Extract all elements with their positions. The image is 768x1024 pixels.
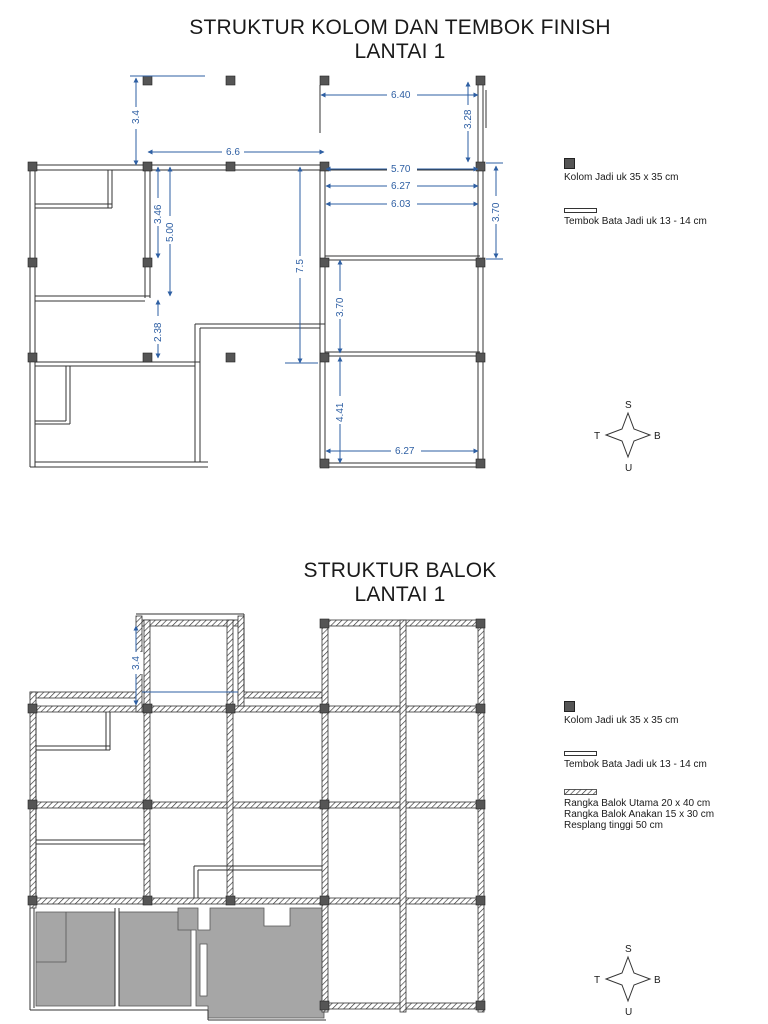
dim-3-28: 3.28: [463, 109, 474, 129]
column: [319, 352, 330, 363]
dim-6-40: 6.40: [391, 90, 411, 101]
top-dimension-labels: 3.4 6.40 3.28 6.6 5.70 6.27 6.03 3.70 3.…: [129, 89, 503, 457]
column: [225, 161, 236, 172]
bottom-shaded-area: [35, 907, 325, 1019]
legend-top-tembok: Tembok Bata Jadi uk 13 - 14 cm: [564, 208, 707, 227]
bottom-shaded-details: [199, 943, 208, 997]
top-walls: [29, 75, 487, 468]
bottom-title-line1: STRUKTUR BALOK: [303, 559, 497, 582]
column: [319, 703, 330, 714]
dim-6-6: 6.6: [226, 147, 240, 158]
legend-top-kolom: Kolom Jadi uk 35 x 35 cm: [564, 158, 679, 183]
compass-south-label: U: [625, 1007, 632, 1018]
column: [142, 257, 153, 268]
dim-4-41: 4.41: [335, 402, 346, 422]
column: [319, 618, 330, 629]
column: [475, 618, 486, 629]
column: [142, 703, 153, 714]
compass-north-label: S: [625, 400, 632, 411]
dim-3-70-right: 3.70: [491, 202, 502, 222]
column: [142, 799, 153, 810]
column: [475, 352, 486, 363]
legend-kolom-label: Kolom Jadi uk 35 x 35 cm: [564, 715, 679, 726]
legend-balok-utama-label: Rangka Balok Utama 20 x 40 cm: [564, 798, 711, 809]
compass-south-label: U: [625, 463, 632, 474]
dim-7-5: 7.5: [295, 259, 306, 273]
column: [27, 703, 38, 714]
legend-resplang-label: Resplang tinggi 50 cm: [564, 820, 663, 831]
legend-bottom-kolom: Kolom Jadi uk 35 x 35 cm: [564, 701, 679, 726]
compass-rose-top: S T B U: [594, 400, 661, 474]
column: [27, 799, 38, 810]
column: [475, 895, 486, 906]
dim-2-38: 2.38: [153, 322, 164, 342]
dim-3-4-bottom: 3.4: [131, 656, 142, 670]
legend-bottom-tembok: Tembok Bata Jadi uk 13 - 14 cm: [564, 751, 707, 770]
compass-east-label: B: [654, 975, 661, 986]
column: [142, 895, 153, 906]
dim-3-4: 3.4: [131, 110, 142, 124]
column: [475, 799, 486, 810]
column: [319, 458, 330, 469]
column: [142, 161, 153, 172]
column: [475, 161, 486, 172]
bottom-walls: [29, 613, 326, 1021]
column-swatch-icon: [564, 158, 575, 169]
top-plan-title: STRUKTUR KOLOM DAN TEMBOK FINISH LANTAI …: [150, 16, 650, 64]
column-swatch-icon: [564, 701, 575, 712]
bottom-plan-title: STRUKTUR BALOK LANTAI 1: [150, 559, 650, 607]
column: [319, 75, 330, 86]
dim-6-03: 6.03: [391, 199, 411, 210]
column: [142, 75, 153, 86]
dim-3-46: 3.46: [153, 204, 164, 224]
column: [225, 352, 236, 363]
column: [27, 161, 38, 172]
column: [319, 1000, 330, 1011]
dim-5-00: 5.00: [165, 222, 176, 242]
compass-west-label: T: [594, 975, 600, 986]
column: [319, 799, 330, 810]
column: [475, 703, 486, 714]
legend-kolom-label: Kolom Jadi uk 35 x 35 cm: [564, 172, 679, 183]
column: [27, 257, 38, 268]
beam-hatch-swatch-icon: [564, 789, 597, 795]
wall-swatch-icon: [564, 751, 597, 756]
top-columns: [27, 75, 486, 469]
bottom-title-line2: LANTAI 1: [354, 583, 446, 606]
legend-tembok-label: Tembok Bata Jadi uk 13 - 14 cm: [564, 216, 707, 227]
bottom-columns: [27, 618, 486, 1011]
column: [142, 352, 153, 363]
legend-bottom-balok: Rangka Balok Utama 20 x 40 cm Rangka Bal…: [564, 789, 714, 831]
legend-tembok-label: Tembok Bata Jadi uk 13 - 14 cm: [564, 759, 707, 770]
column: [319, 895, 330, 906]
compass-north-label: S: [625, 944, 632, 955]
column: [475, 75, 486, 86]
dim-5-70: 5.70: [391, 164, 411, 175]
column: [319, 257, 330, 268]
dim-6-27-bottom: 6.27: [395, 446, 415, 457]
wall-swatch-icon: [564, 208, 597, 213]
column: [225, 703, 236, 714]
compass-rose-bottom: S T B U: [594, 944, 661, 1018]
legend-balok-anakan-label: Rangka Balok Anakan 15 x 30 cm: [564, 809, 715, 820]
dim-6-27-top: 6.27: [391, 181, 411, 192]
column: [27, 352, 38, 363]
column: [225, 895, 236, 906]
dim-3-70-mid: 3.70: [335, 297, 346, 317]
column: [27, 895, 38, 906]
compass-west-label: T: [594, 431, 600, 442]
top-dimension-lines: [130, 75, 503, 464]
bottom-dimension-lines: [133, 625, 238, 706]
column: [475, 257, 486, 268]
column: [225, 75, 236, 86]
column: [475, 1000, 486, 1011]
column: [319, 161, 330, 172]
top-title-line1: STRUKTUR KOLOM DAN TEMBOK FINISH: [189, 16, 611, 39]
column: [475, 458, 486, 469]
compass-east-label: B: [654, 431, 661, 442]
top-title-line2: LANTAI 1: [354, 40, 446, 63]
